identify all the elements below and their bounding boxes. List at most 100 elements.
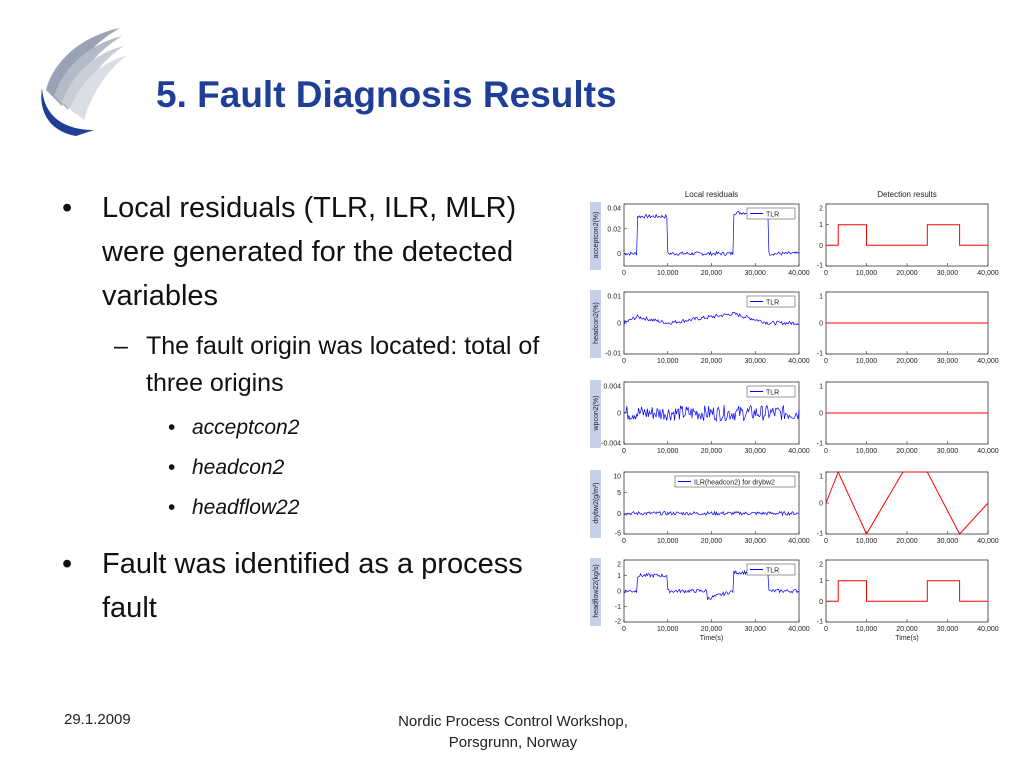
origin-item: • acceptcon2 bbox=[62, 408, 582, 448]
series-line bbox=[623, 569, 800, 601]
y-tick-label: 1 bbox=[819, 384, 823, 391]
x-tick-label: 0 bbox=[824, 358, 828, 365]
y-axis-label: headcon2(%) bbox=[593, 302, 600, 344]
charts-svg: Local residuals 0.04 0.02 0 0 10,000 20,000 30,… bbox=[590, 190, 999, 642]
y-label-bg bbox=[590, 558, 601, 626]
x-tick-label: 10,000 bbox=[657, 358, 679, 365]
y-tick-label: 1 bbox=[819, 294, 823, 301]
y-tick-label: 0.004 bbox=[603, 384, 621, 391]
legend-box bbox=[674, 475, 796, 488]
y-axis-label: drybw2(g/m²) bbox=[593, 482, 600, 523]
y-tick-label: 10 bbox=[613, 474, 621, 481]
legend-label: TLR bbox=[766, 390, 779, 397]
y-axis-label: acceptcon2(%) bbox=[593, 212, 600, 259]
x-tick-label: 30,000 bbox=[745, 448, 767, 455]
legend-label: TLR bbox=[766, 568, 779, 575]
y-label-bg bbox=[590, 290, 601, 358]
origin-item: • headflow22 bbox=[62, 488, 582, 528]
x-tick-label: 0 bbox=[824, 538, 828, 545]
legend-box bbox=[746, 207, 796, 220]
x-tick-label: 0 bbox=[622, 538, 626, 545]
x-tick-label: 10,000 bbox=[856, 538, 878, 545]
y-tick-label: 2 bbox=[819, 562, 823, 569]
y-tick-label: 0.01 bbox=[607, 294, 621, 301]
y-tick-label: 1 bbox=[819, 578, 823, 585]
legend-label: TLR bbox=[766, 212, 779, 219]
y-tick-label: 1 bbox=[617, 573, 621, 580]
y-tick-label: 2 bbox=[819, 206, 823, 213]
x-tick-label: 40,000 bbox=[788, 538, 810, 545]
chart-title: Detection results bbox=[877, 190, 937, 199]
y-axis-label: headflow22(kg/s) bbox=[593, 564, 600, 617]
logo-graphic bbox=[41, 28, 126, 136]
x-tick-label: 20,000 bbox=[701, 270, 723, 277]
x-tick-label: 10,000 bbox=[856, 626, 878, 633]
y-label-bg bbox=[590, 202, 601, 270]
bullet-icon: • bbox=[168, 416, 176, 439]
slide-title: 5. Fault Diagnosis Results bbox=[156, 74, 617, 115]
y-tick-label: 0.02 bbox=[607, 226, 621, 233]
origin-text: headflow22 bbox=[192, 496, 300, 519]
origin-text: headcon2 bbox=[192, 456, 285, 479]
x-tick-label: 0 bbox=[824, 448, 828, 455]
bullet-icon: • bbox=[62, 192, 73, 224]
x-tick-label: 0 bbox=[622, 448, 626, 455]
y-tick-label: 0 bbox=[617, 589, 621, 596]
y-tick-label: -1 bbox=[817, 351, 823, 358]
x-tick-label: 0 bbox=[824, 626, 828, 633]
x-tick-label: 30,000 bbox=[937, 626, 959, 633]
plot-frame bbox=[825, 559, 989, 623]
y-tick-label: -1 bbox=[817, 441, 823, 448]
x-tick-label: 20,000 bbox=[896, 270, 918, 277]
legend-box bbox=[746, 563, 796, 576]
x-tick-label: 20,000 bbox=[896, 538, 918, 545]
series-line bbox=[623, 510, 800, 517]
x-tick-label: 20,000 bbox=[701, 626, 723, 633]
y-tick-label: 0 bbox=[617, 251, 621, 258]
y-tick-label: 2 bbox=[617, 562, 621, 569]
x-tick-label: 10,000 bbox=[657, 448, 679, 455]
series-line bbox=[623, 311, 800, 326]
x-tick-label: 30,000 bbox=[937, 358, 959, 365]
y-axis-label: wpcon2(%) bbox=[593, 395, 600, 431]
legend-box bbox=[746, 295, 796, 308]
y-tick-label: 0 bbox=[617, 411, 621, 418]
y-tick-label: -1 bbox=[817, 263, 823, 270]
y-tick-label: -0.01 bbox=[605, 351, 621, 358]
x-tick-label: 30,000 bbox=[745, 270, 767, 277]
series-line bbox=[623, 404, 800, 422]
series-line bbox=[825, 470, 989, 536]
y-tick-label: 5 bbox=[617, 490, 621, 497]
y-tick-label: 0 bbox=[819, 501, 823, 508]
x-tick-label: 10,000 bbox=[856, 448, 878, 455]
x-tick-label: 30,000 bbox=[937, 270, 959, 277]
x-tick-label: 0 bbox=[622, 358, 626, 365]
legend-box bbox=[746, 385, 796, 398]
dash-icon: – bbox=[114, 332, 128, 360]
x-tick-label: 10,000 bbox=[657, 538, 679, 545]
legend-label: TLR bbox=[766, 300, 779, 307]
x-tick-label: 40,000 bbox=[977, 448, 999, 455]
plot-frame bbox=[825, 471, 989, 535]
y-tick-label: -2 bbox=[615, 619, 621, 626]
x-tick-label: 10,000 bbox=[856, 358, 878, 365]
footer-event: Nordic Process Control Workshop, Porsgru… bbox=[340, 711, 686, 753]
y-tick-label: 0 bbox=[819, 599, 823, 606]
origin-text: acceptcon2 bbox=[192, 416, 300, 439]
x-tick-label: 10,000 bbox=[856, 270, 878, 277]
x-tick-label: 20,000 bbox=[701, 538, 723, 545]
x-tick-label: 40,000 bbox=[977, 538, 999, 545]
y-tick-label: -0.004 bbox=[601, 441, 621, 448]
y-tick-label: 0 bbox=[617, 511, 621, 518]
footer-date: 29.1.2009 bbox=[64, 711, 131, 728]
chart-title: Local residuals bbox=[685, 190, 738, 199]
university-logo bbox=[36, 26, 128, 136]
bullet-item: • Fault was identified as a process faul… bbox=[62, 542, 582, 630]
y-tick-label: 0.04 bbox=[607, 206, 621, 213]
